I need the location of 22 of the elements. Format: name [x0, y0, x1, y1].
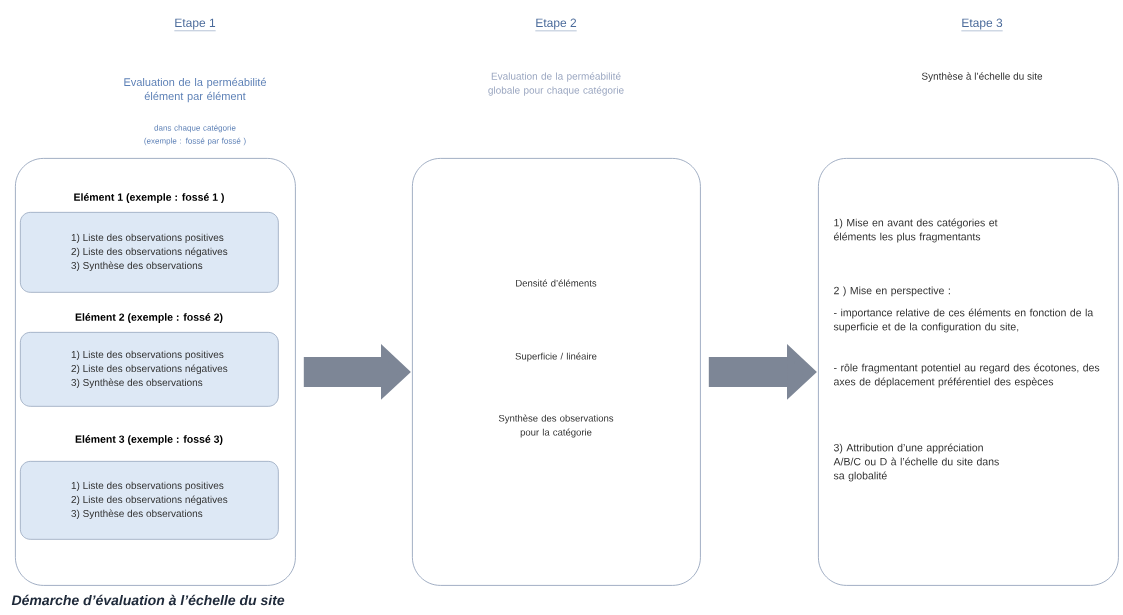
box-text: 1) Mise en avant des catégories et éléments les plus fragmentants	[834, 218, 998, 243]
caption: Démarche d’évaluation à l’échelle du site	[11, 594, 285, 606]
step-heading: Etape 3	[961, 18, 1003, 32]
step-heading: Etape 1	[174, 18, 216, 31]
list-box: 1) Liste des observations positives 2) Liste des observations négatives 3) Synthèse des observations	[20, 461, 279, 540]
box-text: - importance relative de ces éléments en fonction de la superficie et de la configuration du site,	[833, 308, 1094, 333]
step-note: dans chaque catégorie (exemple : fossé par fossé )	[144, 124, 246, 146]
box-text: 2 ) Mise en perspective :	[834, 286, 950, 297]
step-heading: Etape 2	[535, 18, 577, 32]
box-text: Densité d’éléments	[516, 279, 597, 287]
element-heading: Elément 2 (exemple : fossé 2)	[75, 313, 223, 323]
list-box: 1) Liste des observations positives 2) Liste des observations négatives 3) Synthèse des observations	[20, 332, 279, 407]
box-text: 3) Attribution d’une appréciation A/B/C ou D à l’échelle du site dans sa globalité	[833, 443, 999, 482]
box-text: - rôle fragmentant potentiel au regard des écotones, des axes de déplacement préférentiel des espèces	[834, 363, 1100, 388]
list-box: 1) Liste des observations positives 2) Liste des observations négatives 3) Synthèse des observations	[20, 212, 279, 293]
box-text: Synthèse des observations pour la catégorie	[498, 414, 614, 438]
step-description: Evaluation de la perméabilité globale pour chaque catégorie	[488, 72, 624, 96]
element-heading: Elément 1 (exemple : fossé 1 )	[74, 193, 224, 203]
step-description: Evaluation de la perméabilité élément par élément	[124, 77, 266, 103]
element-heading: Elément 3 (exemple : fossé 3)	[75, 435, 223, 445]
box-text: Superficie / linéaire	[515, 352, 597, 362]
step-description: Synthèse à l’échelle du site	[921, 72, 1043, 82]
